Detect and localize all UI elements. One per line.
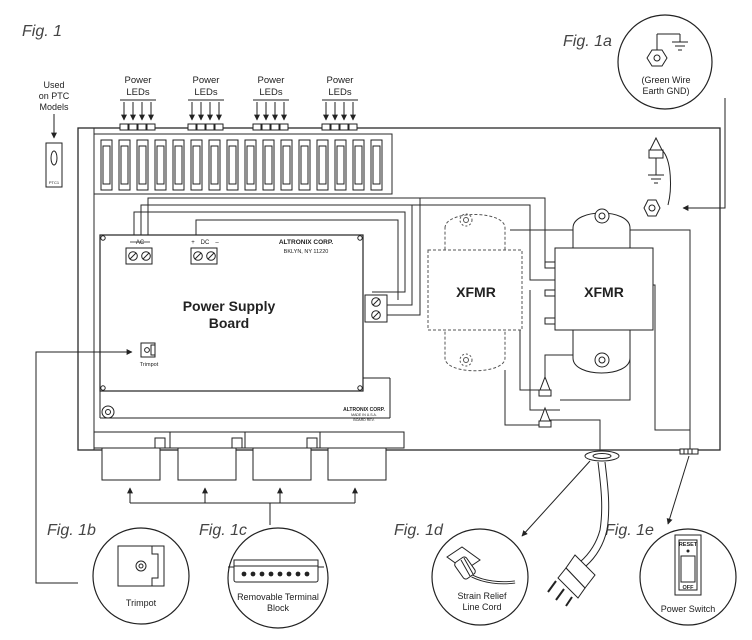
power-led-label-1: Power [125, 75, 152, 86]
power-led-group-4: Power LEDs [321, 75, 358, 131]
fig-1c-label: Fig. 1c [199, 522, 247, 539]
dc-label: DC [201, 240, 210, 246]
terminal-blocks [93, 431, 405, 481]
power-led-label-4: Power [327, 75, 354, 86]
fig-1e-label: Fig. 1e [605, 522, 654, 539]
transformer-right: XFMR [544, 208, 654, 374]
svg-text:LEDs: LEDs [194, 87, 217, 98]
board-title-line1: Power Supply [183, 298, 276, 314]
ac-terminal [125, 247, 153, 265]
svg-text:LEDs: LEDs [259, 87, 282, 98]
cord-label-line1: Strain Relief [457, 591, 507, 601]
terminal-label-line1: Removable Terminal [237, 592, 319, 602]
switch-reset-label: RESET [679, 542, 698, 548]
fig-1e-power-switch-detail: RESET OFF Power Switch [639, 528, 737, 626]
ptc-note-line2: on PTC [39, 91, 70, 101]
trimpot-label: Trimpot [126, 598, 157, 608]
power-led-label-2: Power [193, 75, 220, 86]
ptc-note-line1: Used [43, 80, 64, 90]
cord-pointer [521, 460, 591, 537]
ground-stud [643, 136, 671, 217]
transformer-left: XFMR [427, 213, 523, 372]
fig-1d-line-cord-detail: Strain Relief Line Cord [431, 528, 529, 626]
line-cord [547, 461, 610, 607]
fig-1-label: Fig. 1 [22, 23, 62, 40]
board-city-label: BKLYN, NY 11220 [284, 249, 329, 255]
board-maker-label-2: ALTRONIX CORP. [343, 407, 385, 413]
svg-text:LEDs: LEDs [126, 87, 149, 98]
xfmr-left-label: XFMR [456, 284, 496, 300]
xfmr-right-label: XFMR [584, 284, 624, 300]
switch-pointer [666, 455, 690, 525]
svg-text:LEDs: LEDs [328, 87, 351, 98]
wire-connector-1 [538, 375, 552, 397]
fig-1d-label: Fig. 1d [394, 522, 444, 539]
terminal-block-pointers [127, 487, 358, 525]
fig-1a-label: Fig. 1a [563, 33, 612, 50]
ground-label-line2: Earth GND) [642, 86, 689, 96]
board-logo-icon [101, 405, 115, 419]
power-led-label-3: Power [258, 75, 285, 86]
fig-1b-label: Fig. 1b [47, 522, 96, 539]
svg-text:BOARD REV.: BOARD REV. [353, 418, 374, 422]
dc-terminal [190, 247, 218, 265]
svg-text:+: + [191, 240, 195, 246]
fig-1c-terminal-block-detail: Removable Terminal Block [227, 527, 329, 629]
ptc-note-line3: Models [39, 102, 69, 112]
power-led-group-1: Power LEDs [119, 75, 156, 131]
power-switch-label: Power Switch [661, 604, 716, 614]
board-trimpot: Trimpot [140, 342, 159, 368]
fuse-row [100, 139, 383, 191]
ground-label-line1: (Green Wire [641, 75, 690, 85]
fig-1a-ground-detail: (Green Wire Earth GND) [617, 14, 713, 110]
fig-1b-trimpot-detail: Trimpot [92, 527, 190, 625]
board-trimpot-label: Trimpot [140, 362, 159, 368]
ac-label: AC [136, 240, 145, 246]
strain-relief-bushing [584, 450, 620, 462]
svg-text:MADE IN U.S.A.: MADE IN U.S.A. [351, 413, 377, 417]
wire-connector-2 [538, 406, 552, 428]
board-title-line2: Board [209, 315, 249, 331]
power-led-group-2: Power LEDs [187, 75, 224, 131]
svg-text:–: – [215, 240, 219, 246]
cord-label-line2: Line Cord [462, 602, 501, 612]
ptc-device: PTC1 [45, 142, 63, 188]
switch-off-label: OFF [683, 585, 695, 591]
board-maker-label: ALTRONIX CORP. [279, 239, 333, 246]
board-output-terminal [364, 294, 388, 323]
enclosure-power-switch [679, 448, 699, 455]
power-led-group-3: Power LEDs [252, 75, 289, 131]
terminal-label-line2: Block [267, 603, 290, 613]
ptc-part-number: PTC1 [49, 180, 60, 185]
